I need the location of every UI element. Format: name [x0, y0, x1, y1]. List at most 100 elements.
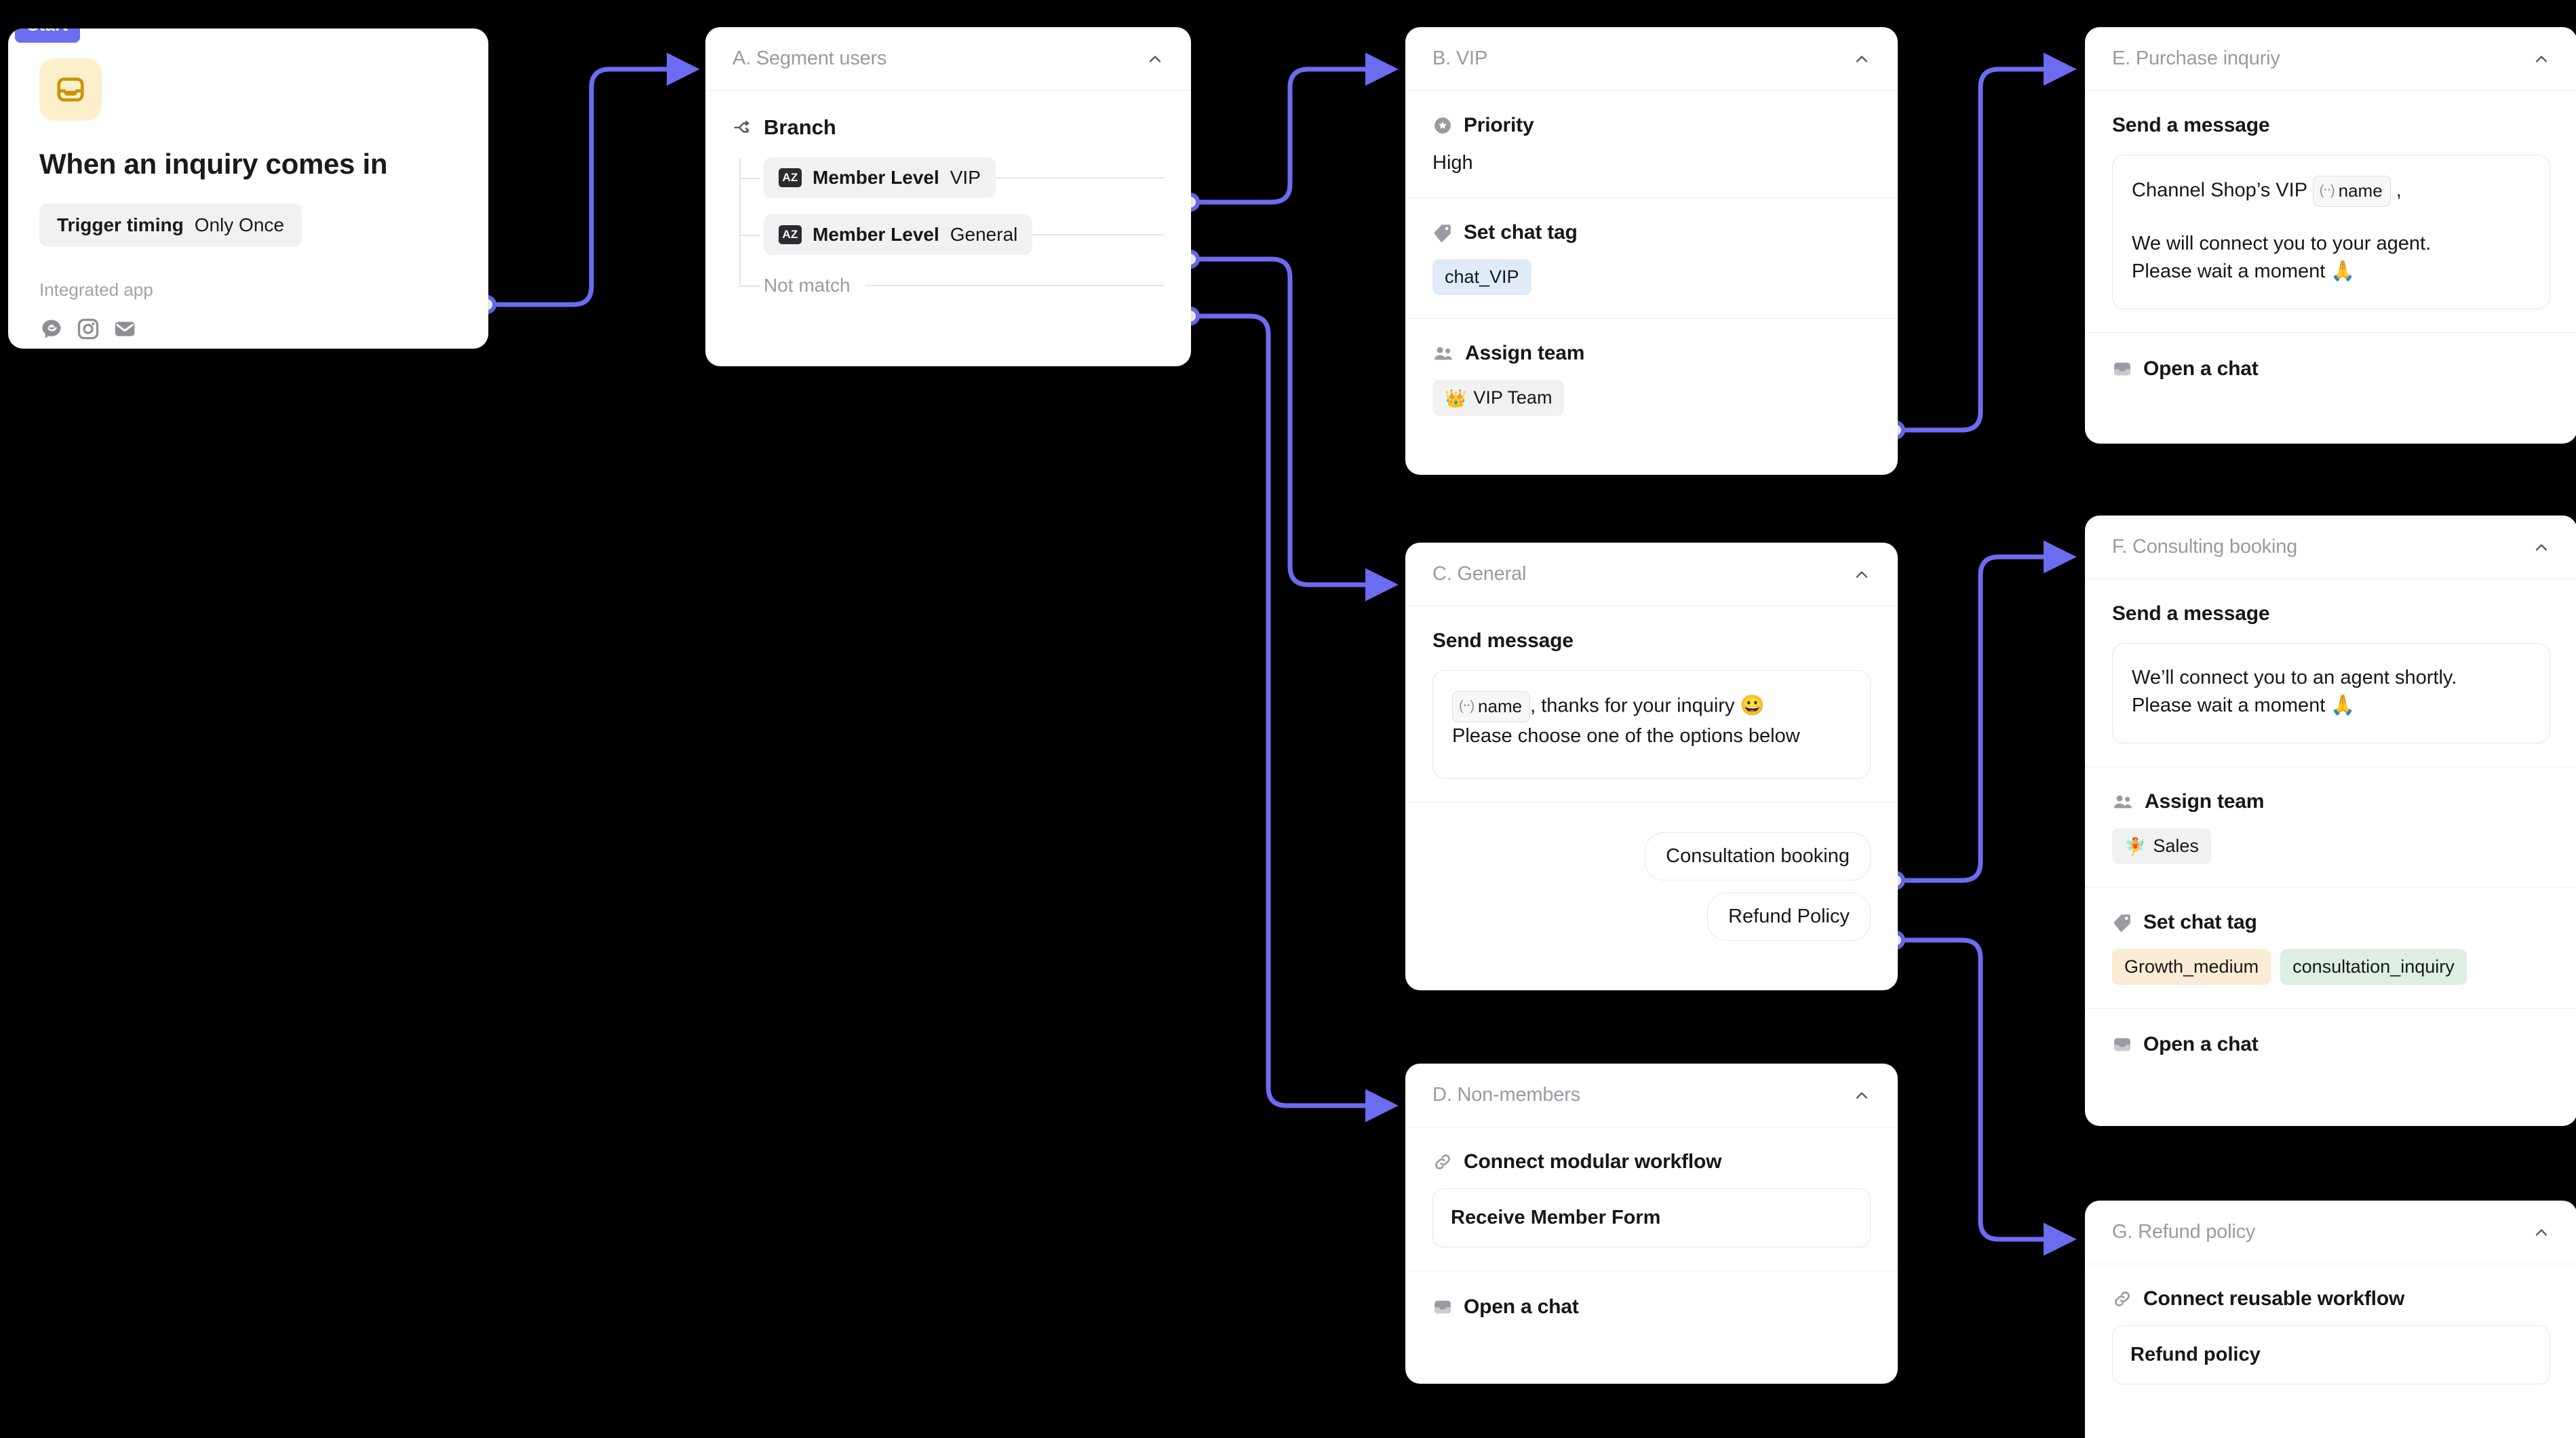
chat-tag-chips: Growth_medium consultation_inquiry [2112, 949, 2550, 986]
message-suffix: , [2396, 179, 2402, 201]
branch-row-not-match[interactable]: Not match [739, 269, 1164, 303]
email-icon [113, 317, 137, 341]
chat-tag-label: Set chat tag [1464, 221, 1578, 244]
open-chat-label: Open a chat [1464, 1296, 1579, 1318]
integrated-app-label: Integrated app [39, 279, 153, 300]
node-g-refund-policy[interactable]: G. Refund policy Connect reusable workfl… [2085, 1201, 2576, 1438]
quick-reply-refund-policy[interactable]: Refund Policy [1707, 893, 1871, 941]
node-f-send-message-section: Send a message We’ll connect you to an a… [2085, 579, 2576, 768]
people-icon [1432, 343, 1454, 364]
quick-reply-consultation-booking[interactable]: Consultation booking [1645, 832, 1871, 880]
team-chip[interactable]: 🧚 Sales [2112, 828, 2211, 865]
branch-general-key: Member Level [813, 224, 939, 245]
node-e-open-chat-section: Open a chat [2085, 333, 2576, 405]
node-f-header[interactable]: F. Consulting booking [2085, 516, 2576, 579]
node-b-vip[interactable]: B. VIP Priority High Set chat tag [1405, 27, 1898, 475]
node-b-title: B. VIP [1432, 47, 1487, 69]
chevron-up-icon[interactable] [1852, 49, 1872, 69]
chevron-up-icon[interactable] [1852, 564, 1872, 585]
node-f-open-chat-section: Open a chat [2085, 1009, 2576, 1081]
trigger-timing-field[interactable]: Trigger timing Only Once [39, 203, 302, 247]
integrated-app-icons [39, 317, 457, 341]
message-prefix: Channel Shop’s VIP [2132, 179, 2307, 201]
chat-tag-chip-growth-medium[interactable]: Growth_medium [2112, 949, 2271, 986]
chevron-up-icon[interactable] [1145, 49, 1165, 69]
node-c-general[interactable]: C. General Send message (‧‧) name , than… [1405, 543, 1898, 990]
node-d-header[interactable]: D. Non-members [1405, 1064, 1898, 1127]
connect-workflow-label: Connect reusable workflow [2143, 1287, 2405, 1310]
branch-rail [995, 177, 1164, 178]
node-g-header[interactable]: G. Refund policy [2085, 1201, 2576, 1264]
star-badge-icon [1432, 115, 1453, 136]
node-e-send-message-section: Send a message Channel Shop’s VIP (‧‧) n… [2085, 91, 2576, 334]
branch-stub [739, 178, 760, 179]
variable-icon: (‧‧) [1459, 699, 1475, 714]
branch-row-general[interactable]: AZ Member Level General [739, 212, 1164, 258]
edge-b-to-e [1894, 52, 2077, 433]
workflow-reference[interactable]: Refund policy [2112, 1325, 2550, 1384]
node-a-branch-section: Branch AZ Member Level VIP AZ [705, 91, 1191, 326]
node-e-header[interactable]: E. Purchase inquriy [2085, 27, 2576, 91]
chevron-up-icon[interactable] [2531, 1222, 2552, 1243]
trigger-title: When an inquiry comes in [39, 148, 388, 180]
workflow-reference[interactable]: Receive Member Form [1432, 1188, 1871, 1247]
branch-condition-vip[interactable]: AZ Member Level VIP [764, 157, 996, 198]
node-b-assign-team-section: Assign team 👑 VIP Team [1405, 319, 1898, 439]
team-chip[interactable]: 👑 VIP Team [1432, 380, 1565, 416]
chevron-up-icon[interactable] [2531, 49, 2552, 69]
edge-c-booking-to-f [1894, 540, 2077, 883]
branch-not-match-label: Not match [764, 275, 851, 296]
inbox-icon [39, 58, 102, 121]
branch-condition-general[interactable]: AZ Member Level General [764, 214, 1033, 255]
assign-team-chips: 🧚 Sales [2112, 828, 2550, 865]
message-body[interactable]: Channel Shop’s VIP (‧‧) name , We will c… [2112, 155, 2550, 310]
send-message-label: Send message [1432, 629, 1574, 652]
message-line-1: We’ll connect you to an agent shortly. [2132, 667, 2457, 688]
node-f-title: F. Consulting booking [2112, 536, 2298, 558]
node-a-header[interactable]: A. Segment users [705, 27, 1191, 91]
message-body[interactable]: We’ll connect you to an agent shortly. P… [2112, 643, 2550, 744]
chevron-up-icon[interactable] [2531, 537, 2552, 558]
tag-icon [1432, 222, 1453, 243]
variable-chip-name[interactable]: (‧‧) name [2312, 176, 2391, 207]
node-f-consulting-booking[interactable]: F. Consulting booking Send a message We’… [2085, 516, 2576, 1126]
open-chat-label: Open a chat [2143, 357, 2259, 381]
tag-icon [2112, 912, 2132, 933]
branch-vip-key: Member Level [813, 167, 939, 188]
node-a-segment-users[interactable]: A. Segment users Branch [705, 27, 1191, 366]
edge-a-general-to-c [1189, 256, 1399, 602]
node-b-header[interactable]: B. VIP [1405, 27, 1898, 91]
inbox-icon [2112, 1034, 2132, 1055]
quick-reply-list: Consultation booking Refund Policy [1432, 832, 1871, 941]
trigger-timing-value: Only Once [194, 214, 284, 235]
message-body[interactable]: (‧‧) name , thanks for your inquiry 😀 Pl… [1432, 670, 1871, 779]
variable-chip-name[interactable]: (‧‧) name [1452, 691, 1531, 722]
node-b-priority-section: Priority High [1405, 91, 1898, 198]
chevron-up-icon[interactable] [1852, 1085, 1872, 1106]
assign-team-label: Assign team [1465, 342, 1585, 364]
node-d-non-members[interactable]: D. Non-members Connect modular workflow … [1405, 1064, 1898, 1384]
node-d-open-chat-section: Open a chat [1405, 1271, 1898, 1343]
node-c-title: C. General [1432, 563, 1527, 585]
chat-tag-chip[interactable]: chat_VIP [1432, 259, 1531, 295]
node-f-chat-tag-section: Set chat tag Growth_medium consultation_… [2085, 888, 2576, 1009]
trigger-node[interactable]: Start When an inquiry comes in Trigger t… [8, 28, 488, 349]
node-c-header[interactable]: C. General [1405, 543, 1898, 606]
branch-rail [1032, 234, 1164, 235]
connect-workflow-label: Connect modular workflow [1464, 1150, 1722, 1173]
instagram-icon [76, 317, 100, 341]
az-icon: AZ [779, 225, 802, 244]
node-e-title: E. Purchase inquriy [2112, 47, 2280, 69]
send-message-label: Send a message [2112, 114, 2270, 136]
edge-c-refund-to-g [1894, 937, 2077, 1256]
trigger-timing-label: Trigger timing [57, 214, 184, 235]
node-e-purchase-inquiry[interactable]: E. Purchase inquriy Send a message Chann… [2085, 27, 2576, 444]
open-chat-label: Open a chat [2143, 1033, 2259, 1056]
message-line-2: Please wait a moment 🙏 [2132, 695, 2356, 717]
edge-a-vip-to-b [1189, 52, 1399, 205]
priority-value: High [1432, 152, 1473, 174]
branch-row-vip[interactable]: AZ Member Level VIP [739, 155, 1164, 201]
chat-tag-chip-consultation-inquiry[interactable]: consultation_inquiry [2280, 949, 2467, 986]
branch-stub [739, 286, 760, 287]
